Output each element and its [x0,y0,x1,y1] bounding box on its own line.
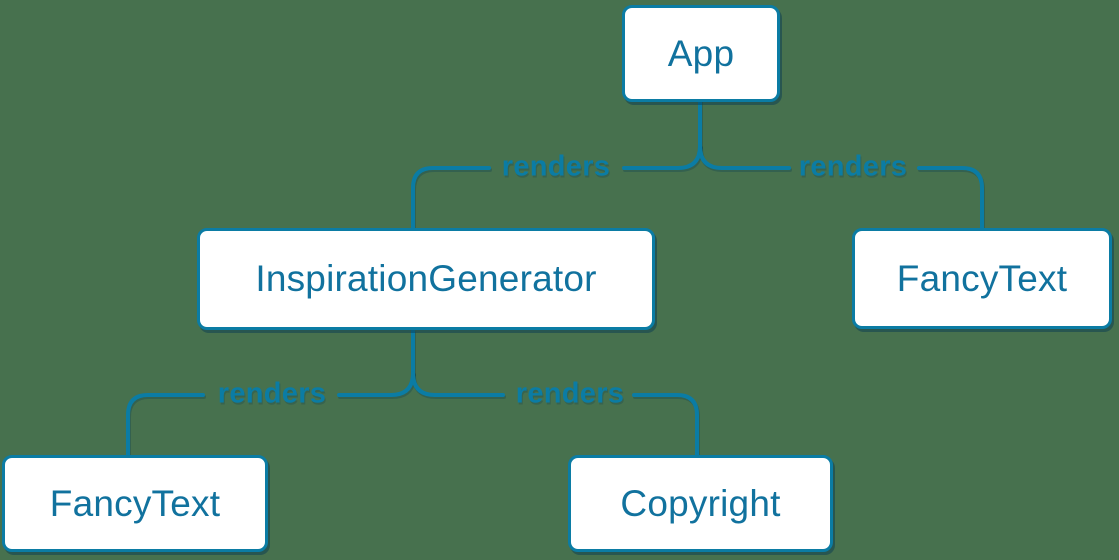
node-copyright-label: Copyright [620,482,781,524]
node-fancy-text-left: FancyText [2,455,268,552]
edge-inspirationgenerator-to-copyright-line-a [411,371,505,397]
node-inspiration-generator-label: InspirationGenerator [255,258,597,299]
edge-inspirationgenerator-to-copyright-line-b [632,393,699,458]
edge-app-to-fancytext-line-a [698,144,791,170]
edge-inspirationgenerator-to-fancytext-line-a [337,371,415,397]
node-fancy-text-right-label: FancyText [896,257,1068,299]
node-copyright: Copyright [568,455,833,552]
edge-label-app-inspirationgenerator: renders [501,150,611,183]
node-fancy-text-right: FancyText [852,228,1112,329]
edge-inspirationgenerator-to-fancytext-line-b [126,393,205,458]
edge-app-to-fancytext-line-b [917,166,984,231]
edge-label-app-fancytext: renders [798,150,908,183]
node-inspiration-generator: InspirationGenerator [197,228,655,330]
edge-label-inspirationgenerator-fancytext: renders [217,377,327,410]
node-fancy-text-left-label: FancyText [49,482,221,524]
node-app: App [622,5,780,102]
edge-label-inspirationgenerator-copyright: renders [515,377,625,410]
edge-app-to-inspirationgenerator-line-a [622,144,702,170]
edge-app-to-inspirationgenerator-line-b [411,166,491,231]
node-app-label: App [667,32,735,74]
